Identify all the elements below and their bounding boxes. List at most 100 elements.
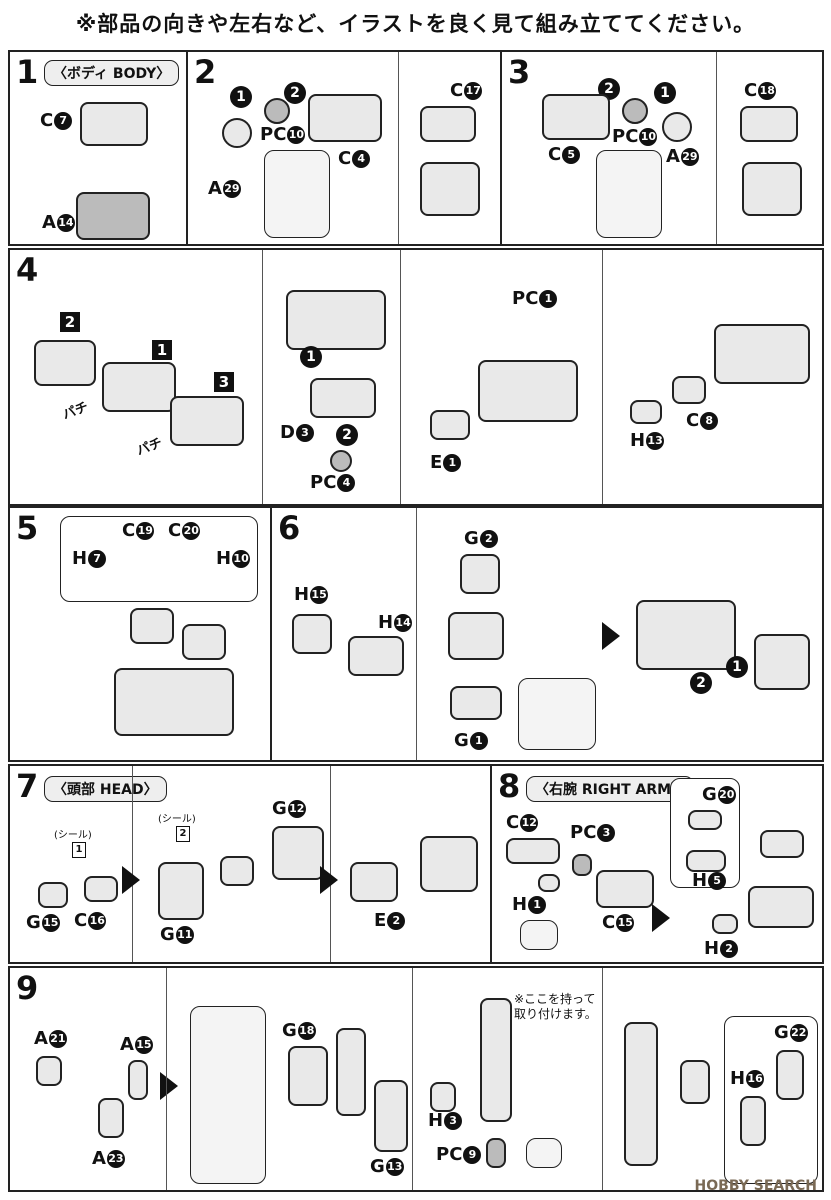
sticker-number: 1 [72, 842, 86, 858]
part-illustration [128, 1060, 148, 1100]
sticker-label: (シール) [158, 814, 196, 825]
detail-inset [518, 678, 596, 750]
part-illustration [102, 362, 176, 412]
part-illustration [182, 624, 226, 660]
part-illustration [114, 668, 234, 736]
sub-divider [330, 766, 331, 962]
next-arrow [652, 904, 670, 932]
watermark: HOBBY SEARCH [694, 1178, 817, 1194]
next-arrow [122, 866, 140, 894]
part-illustration [712, 914, 738, 934]
part-illustration [760, 830, 804, 858]
part-illustration [272, 826, 324, 880]
part-illustration [450, 686, 502, 720]
part-illustration [170, 396, 244, 446]
step-number: 5 [16, 509, 39, 547]
part-illustration [292, 614, 332, 654]
part-illustration [686, 850, 726, 872]
part-illustration [34, 340, 96, 386]
step-number: 7 [16, 767, 39, 805]
sub-divider [602, 968, 603, 1190]
part-illustration [220, 856, 254, 886]
part-illustration [776, 1050, 804, 1100]
section-label: 〈ボディ BODY〉 [44, 60, 180, 86]
part-illustration [84, 876, 118, 902]
assembly-marker: 3 [214, 372, 234, 392]
hold-note: ※ここを持って取り付けます。 [514, 992, 597, 1021]
section-label: 〈頭部 HEAD〉 [44, 776, 167, 802]
detail-inset [190, 1006, 266, 1184]
part-illustration [460, 554, 500, 594]
part-illustration [264, 98, 290, 124]
step-number: 9 [16, 969, 39, 1007]
next-arrow [160, 1072, 178, 1100]
part-illustration [478, 360, 578, 422]
sticker-label: (シール) [54, 830, 92, 841]
order-1: 1 [726, 656, 748, 678]
part-illustration [420, 106, 476, 142]
part-illustration [38, 882, 68, 908]
step-number: 8 [498, 767, 521, 805]
detail-inset [724, 1016, 818, 1184]
order-2: 2 [336, 424, 358, 446]
part-illustration [538, 874, 560, 892]
step-number: 1 [16, 53, 39, 91]
sub-divider [602, 250, 603, 504]
next-arrow [602, 622, 620, 650]
part-illustration [348, 636, 404, 676]
part-illustration [740, 106, 798, 142]
part-illustration [374, 1080, 408, 1152]
part-illustration [754, 634, 810, 690]
order-1: 1 [300, 346, 322, 368]
part-illustration [480, 998, 512, 1122]
part-illustration [36, 1056, 62, 1086]
step-number: 2 [194, 53, 217, 91]
order-1: 1 [230, 86, 252, 108]
part-illustration [288, 1046, 328, 1106]
sub-divider [412, 968, 413, 1190]
part-illustration [672, 376, 706, 404]
part-illustration [222, 118, 252, 148]
step-number: 3 [508, 53, 531, 91]
part-illustration [420, 836, 478, 892]
order-2: 2 [284, 82, 306, 104]
sub-divider [398, 52, 399, 244]
next-arrow [320, 866, 338, 894]
part-illustration [630, 400, 662, 424]
order-1: 1 [654, 82, 676, 104]
part-illustration [662, 112, 692, 142]
section-label: 〈右腕 RIGHT ARM〉 [526, 776, 695, 802]
part-illustration [336, 1028, 366, 1116]
